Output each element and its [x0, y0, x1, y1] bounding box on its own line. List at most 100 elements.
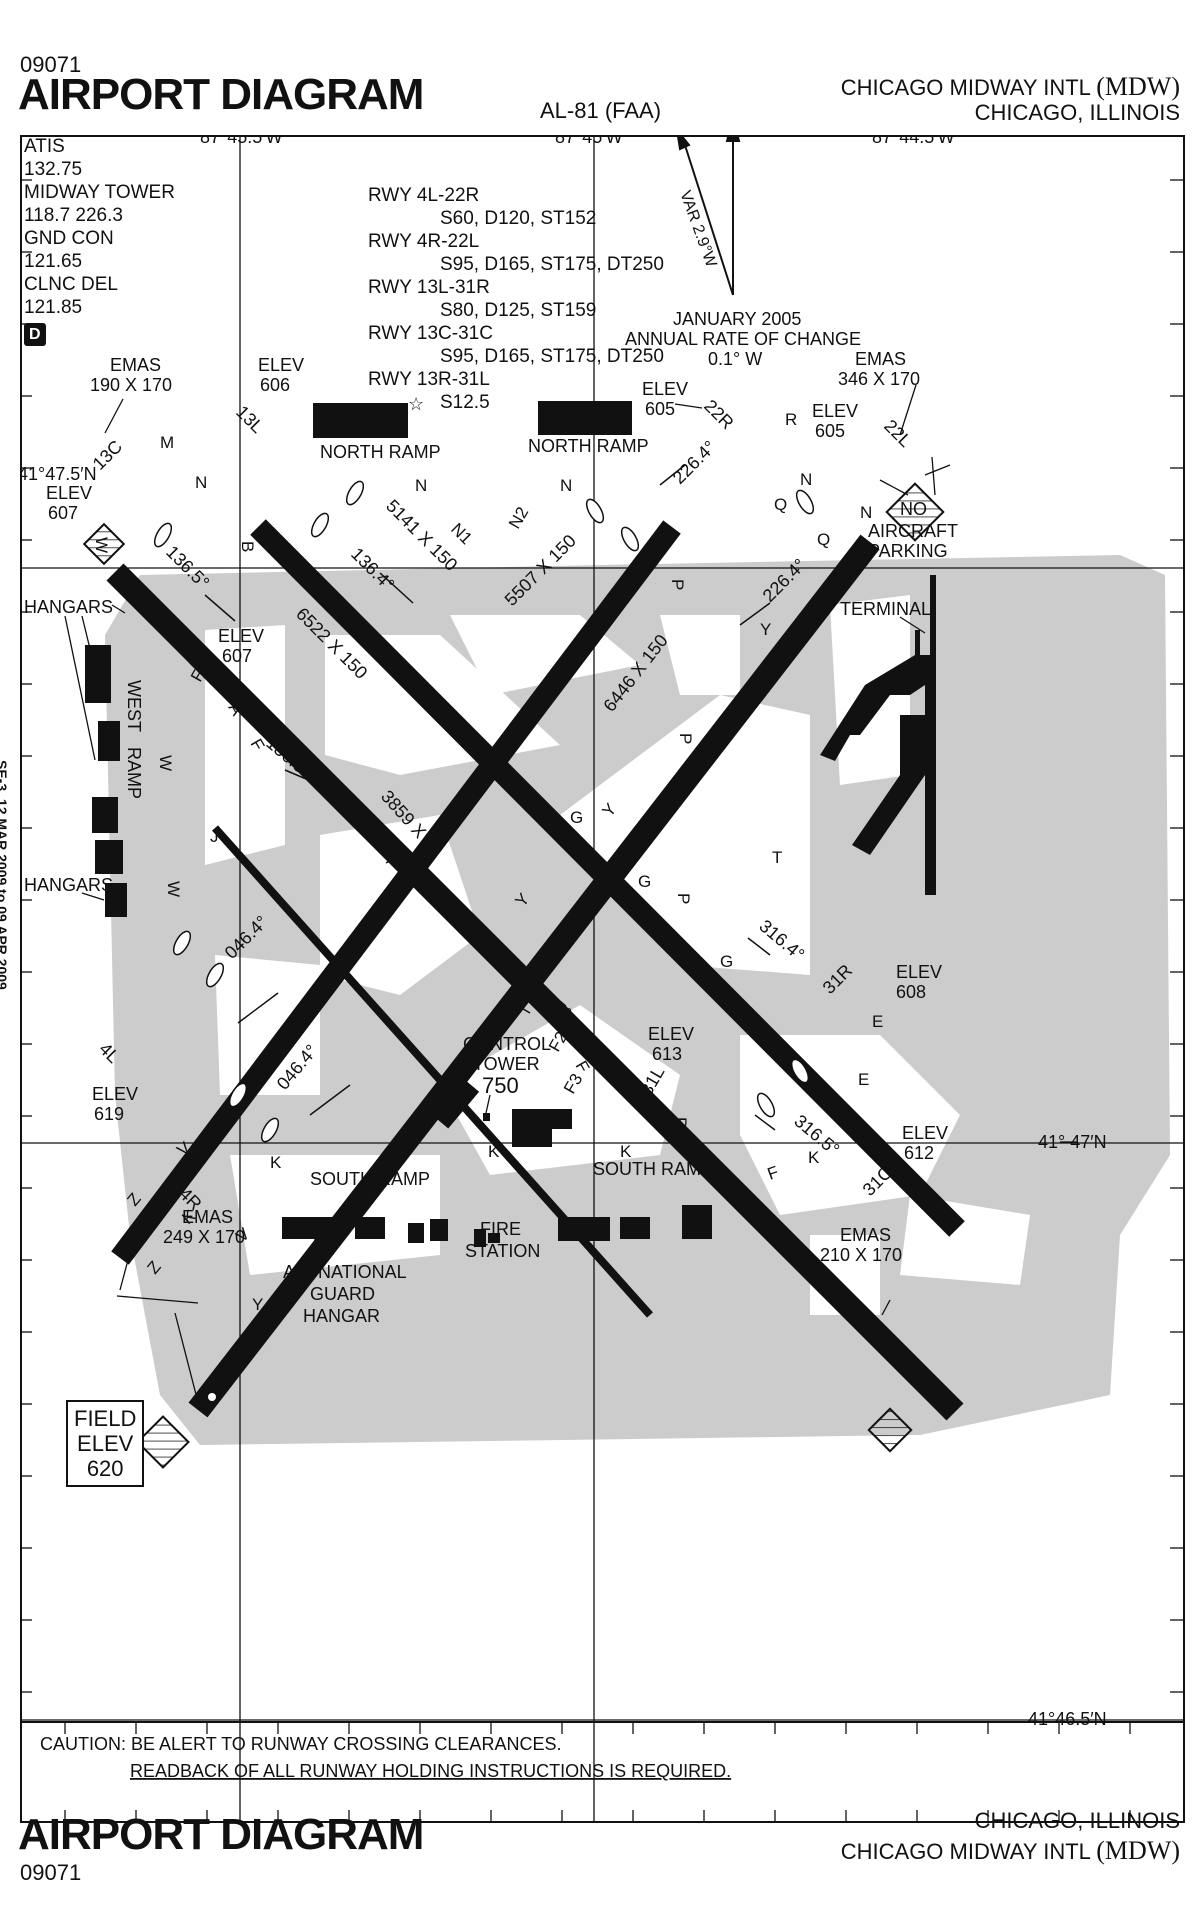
- fire-station-label-1: FIRE: [480, 1219, 521, 1239]
- rwy-strength-1-name: RWY 4L-22R: [368, 185, 480, 206]
- control-tower: [483, 1113, 490, 1121]
- elev-619: 619: [94, 1104, 124, 1124]
- control-tower-label-2: TOWER: [473, 1054, 540, 1074]
- rwy-strength-5-values: S12.5: [440, 392, 490, 413]
- elev-605a-label: ELEV: [642, 379, 688, 399]
- elev-607a: 607: [48, 503, 78, 523]
- footer-airport-ident: (MDW): [1096, 1836, 1180, 1865]
- leader-lines: [64, 384, 1078, 1411]
- fire-station: [474, 1229, 486, 1247]
- rwy-strength-3-name: RWY 13L-31R: [368, 277, 490, 298]
- runway-strength-block: RWY 4L-22R S60, D120, ST152 RWY 4R-22L S…: [368, 184, 664, 414]
- south-ramp-building-4: [558, 1217, 610, 1241]
- variation-rate: 0.1° W: [708, 349, 762, 369]
- taxiway-r: R: [785, 410, 797, 429]
- variation-label: VAR 2.9°W: [676, 189, 720, 271]
- fire-station-label-2: STATION: [465, 1241, 540, 1261]
- emas-ne-size: 346 X 170: [838, 369, 920, 389]
- hold-markings: [153, 480, 815, 1143]
- emas-boxes: [82, 482, 945, 1469]
- clnc-label: CLNC DEL: [24, 274, 118, 295]
- chart-frame: [20, 135, 1185, 1823]
- terminal-label: TERMINAL: [840, 599, 931, 619]
- header-airport: CHICAGO MIDWAY INTL (MDW): [841, 72, 1180, 102]
- buildings: [85, 401, 936, 1247]
- rwy-dim-13l-31r: 5141 X 150: [382, 496, 461, 575]
- taxiway-g-1: G: [570, 808, 583, 827]
- emas-nw-label: EMAS: [110, 355, 161, 375]
- coord-lon-2: 87°45′W: [555, 135, 623, 147]
- tower-freq: 118.7 226.3: [24, 205, 123, 226]
- taxiway-w-2: W: [156, 755, 175, 771]
- rwy-strength-2-values: S95, D165, ST175, DT250: [440, 254, 664, 275]
- gnd-label: GND CON: [24, 228, 114, 249]
- magnetic-north-line: [682, 138, 734, 296]
- heading-226-4-a: 226.4°: [669, 437, 720, 488]
- coord-lat-2: 41° 47′N: [1038, 1132, 1107, 1152]
- south-ramp-building-3: [430, 1219, 448, 1241]
- elev-612-label: ELEV: [902, 1123, 948, 1143]
- ang-label-1: AIR NATIONAL: [283, 1262, 407, 1282]
- south-ramp-label-1: SOUTH RAMP: [310, 1169, 430, 1189]
- ang-label-2: GUARD: [310, 1284, 375, 1304]
- coord-lat-1: 41°47.5′N: [20, 464, 97, 484]
- emas-se-label: EMAS: [840, 1225, 891, 1245]
- variation-arrows: [676, 135, 741, 296]
- d-atis-box: D: [24, 323, 46, 346]
- airport-name: CHICAGO MIDWAY INTL: [840, 75, 1091, 100]
- no-aircraft-1: NO: [900, 499, 927, 519]
- taxiway-n-3: N: [560, 476, 572, 495]
- airport-ident: (MDW): [1096, 72, 1180, 101]
- elev-607b-label: ELEV: [218, 626, 264, 646]
- taxiway-t: T: [772, 848, 782, 867]
- taxiway-q-2: Q: [817, 530, 830, 549]
- elev-613-label: ELEV: [648, 1024, 694, 1044]
- chart-id: AL-81 (FAA): [540, 98, 662, 123]
- comms-block: ATIS 132.75 MIDWAY TOWER 118.7 226.3 GND…: [24, 135, 175, 346]
- emas-box-sw: [136, 1415, 190, 1469]
- caution-line-1: CAUTION: BE ALERT TO RUNWAY CROSSING CLE…: [40, 1734, 561, 1754]
- taxiway-k-1: K: [270, 1153, 282, 1172]
- control-tower-label-1: CONTROL: [463, 1034, 551, 1054]
- south-ramp-building-6: [682, 1205, 712, 1239]
- hangar-4: [95, 840, 123, 874]
- clnc-freq: 121.85: [24, 297, 83, 318]
- fire-station-annex: [488, 1233, 500, 1243]
- emas-ne-label: EMAS: [855, 349, 906, 369]
- south-ramp-building-2: [408, 1223, 424, 1243]
- hangar-2: [98, 721, 120, 761]
- no-aircraft-3: PARKING: [868, 541, 948, 561]
- elev-605b-label: ELEV: [812, 401, 858, 421]
- header-city: CHICAGO, ILLINOIS: [974, 100, 1180, 125]
- hangar-1: [85, 645, 111, 703]
- emas-box-nw: [82, 522, 126, 566]
- taxiway-y-5: Y: [760, 620, 771, 639]
- frame-ticks: [21, 179, 1184, 1822]
- south-ramp-building-5: [620, 1217, 650, 1239]
- footer-airport-name: CHICAGO MIDWAY INTL: [840, 1839, 1091, 1864]
- field-elevation-box: FIELD ELEV 620: [66, 1400, 145, 1487]
- west-ramp-label-1: WEST: [124, 680, 144, 732]
- taxiway-k-3: K: [620, 1142, 632, 1161]
- side-date-strip: SE-3, 12 MAR 2009 to 09 APR 2009: [0, 760, 10, 1160]
- runway-4r-threshold-dot: [208, 1393, 216, 1401]
- true-north-arrowhead: [725, 135, 741, 142]
- gnd-freq: 121.65: [24, 251, 83, 272]
- rwy-strength-2-name: RWY 4R-22L: [368, 231, 480, 252]
- rwy-end-13l: 13L: [232, 402, 267, 437]
- ang-label-3: HANGAR: [303, 1306, 380, 1326]
- south-ramp-label-2: SOUTH RAMP: [593, 1159, 713, 1179]
- variation-rate-label: ANNUAL RATE OF CHANGE: [625, 329, 861, 349]
- control-tower-label-3: 750: [482, 1073, 519, 1098]
- emas-box-se: [867, 1407, 913, 1453]
- header-doc-number: 09071: [20, 52, 82, 77]
- taxiway-k-4: K: [808, 1148, 820, 1167]
- hangars-label-1: HANGARS: [24, 597, 113, 617]
- heading-arrows: [204, 464, 776, 1131]
- hangar-5: [105, 883, 127, 917]
- rwy-end-22r: 22R: [700, 396, 737, 433]
- magnetic-north-arrowhead: [676, 135, 691, 151]
- field-elev-l2: ELEV: [77, 1431, 134, 1456]
- taxiway-j: J: [210, 827, 219, 846]
- taxiway-w-3: W: [164, 881, 183, 897]
